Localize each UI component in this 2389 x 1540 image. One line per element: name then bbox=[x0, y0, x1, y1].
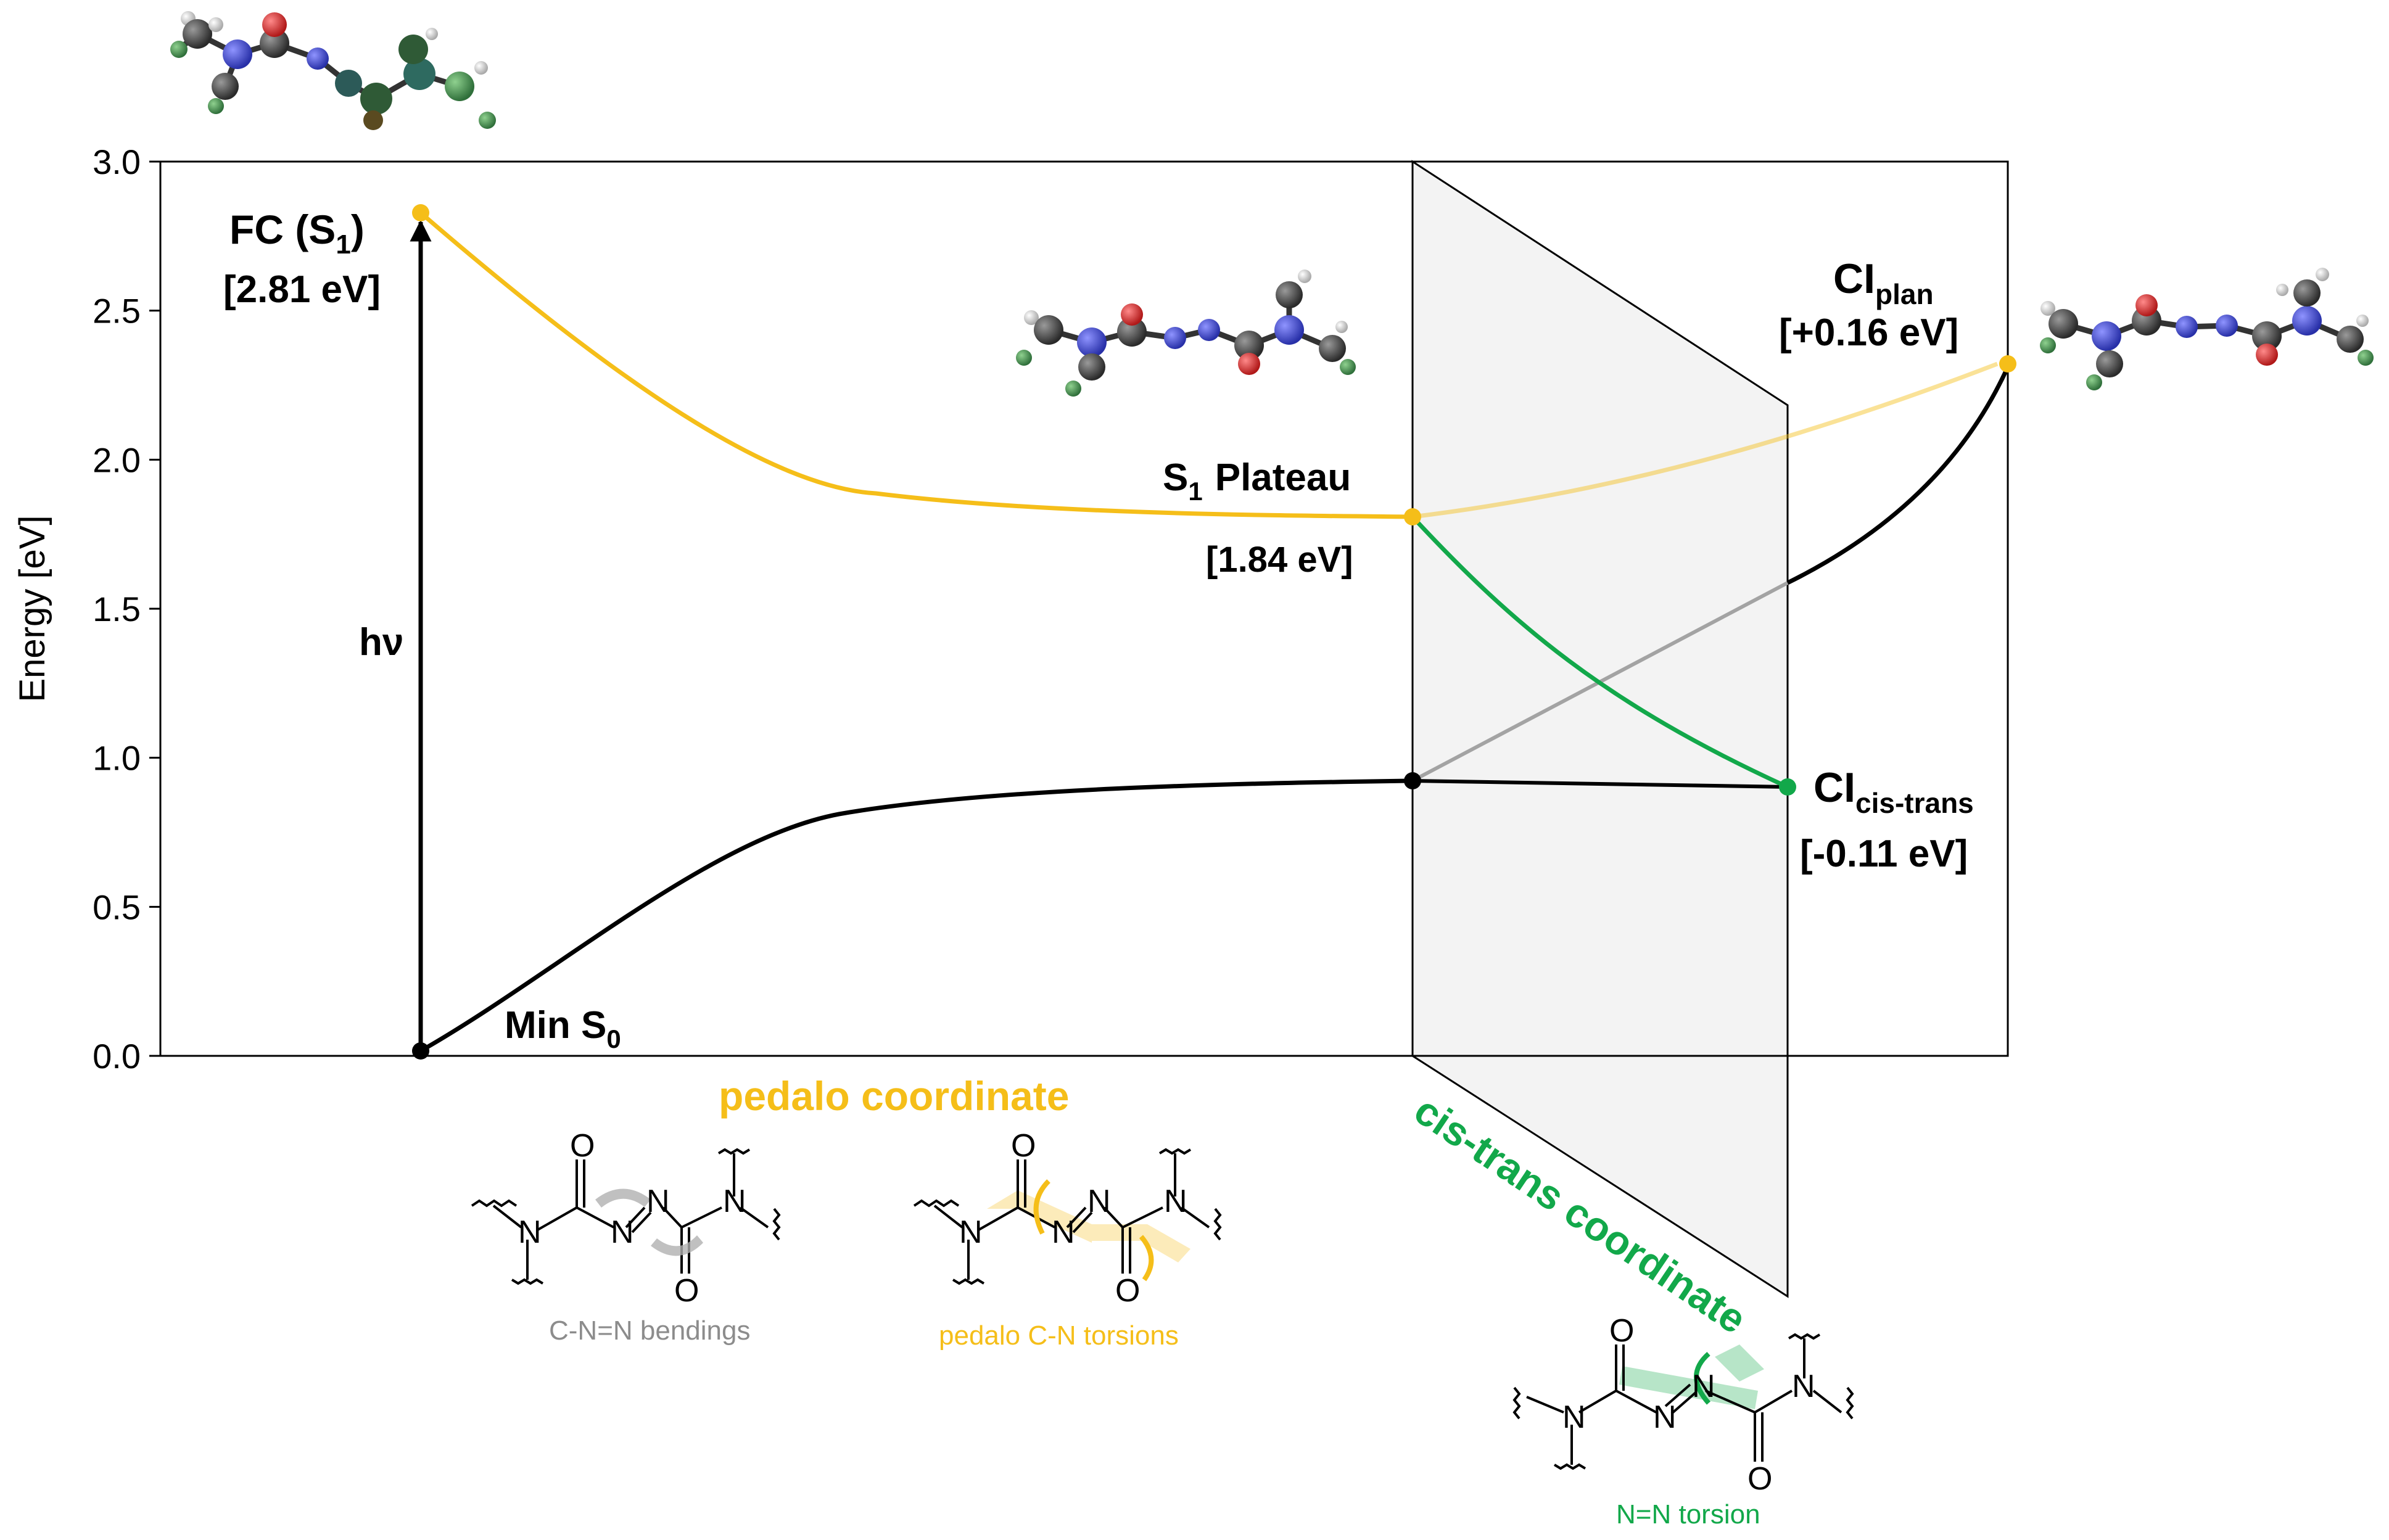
nn-torsion-label: N=N torsion bbox=[1616, 1499, 1760, 1530]
atom-n-5: N bbox=[959, 1214, 983, 1250]
structure-bendings: O N N N O N bbox=[471, 1128, 781, 1309]
fc-value: [2.81 eV] bbox=[223, 268, 381, 311]
atom-n-3: N bbox=[646, 1184, 670, 1219]
atom-o-top-1: O bbox=[570, 1128, 595, 1164]
atom-n-1: N bbox=[518, 1214, 542, 1250]
atom-o-bottom-1: O bbox=[674, 1273, 699, 1309]
atom-o-bottom-2: O bbox=[1115, 1273, 1140, 1309]
ci-plan-value: [+0.16 eV] bbox=[1779, 311, 1958, 354]
atom-n-9: N bbox=[1562, 1399, 1586, 1435]
y-tick-label: 2.5 bbox=[93, 292, 141, 331]
excitation-label: hν bbox=[359, 621, 403, 664]
s1-curve bbox=[419, 211, 1999, 519]
y-tick-label: 0.5 bbox=[93, 887, 141, 926]
atom-o-top-3: O bbox=[1609, 1313, 1634, 1349]
ci-cis-trans-label: CIcis-trans bbox=[1813, 764, 1974, 819]
molecule-ci-plan bbox=[2040, 268, 2374, 390]
structure-nn-torsion: O N N N O N bbox=[1512, 1313, 1854, 1497]
ci-cis-trans-point bbox=[1779, 778, 1796, 796]
ci-plan-label: CIplan bbox=[1833, 255, 1934, 310]
fc-label: FC (S1) bbox=[229, 207, 365, 260]
bendings-label: C-N=N bendings bbox=[549, 1316, 751, 1346]
min-s0-point bbox=[412, 1042, 429, 1060]
ci-plan-point bbox=[1999, 355, 2016, 373]
pedalo-coordinate-label: pedalo coordinate bbox=[719, 1073, 1069, 1119]
y-tick-label: 1.5 bbox=[93, 590, 141, 628]
structure-pedalo: O N N N O N bbox=[913, 1128, 1222, 1309]
cis-trans-path bbox=[1411, 515, 1789, 789]
atom-o-bottom-3: O bbox=[1747, 1461, 1772, 1497]
y-tick-label: 1.0 bbox=[93, 739, 141, 778]
cis-trans-plane bbox=[1411, 160, 1789, 1298]
plateau-s0-point bbox=[1404, 772, 1421, 789]
atom-o-top-2: O bbox=[1011, 1128, 1036, 1164]
y-axis: 0.0 0.5 1.0 1.5 2.0 2.5 3.0 bbox=[93, 142, 160, 1076]
plateau-s1-point bbox=[1404, 508, 1421, 525]
fc-point bbox=[412, 204, 429, 221]
y-tick-label: 0.0 bbox=[93, 1037, 141, 1076]
atom-n-12: N bbox=[1792, 1369, 1815, 1404]
ci-cis-trans-value: [-0.11 eV] bbox=[1800, 833, 1968, 875]
atom-n-8: N bbox=[1164, 1184, 1187, 1219]
atom-n-6: N bbox=[1052, 1214, 1075, 1250]
molecule-fc bbox=[170, 11, 496, 130]
atom-n-11: N bbox=[1692, 1369, 1715, 1404]
y-axis-label: Energy [eV] bbox=[12, 515, 52, 702]
atom-n-10: N bbox=[1653, 1399, 1677, 1435]
y-tick-label: 2.0 bbox=[93, 440, 141, 479]
atom-n-2: N bbox=[611, 1214, 634, 1250]
y-tick-label: 3.0 bbox=[93, 142, 141, 181]
molecule-plateau bbox=[1016, 270, 1356, 397]
plateau-value: [1.84 eV] bbox=[1206, 540, 1353, 580]
min-s0-label: Min S0 bbox=[505, 1004, 621, 1053]
pedalo-torsions-label: pedalo C-N torsions bbox=[939, 1320, 1179, 1351]
atom-n-4: N bbox=[723, 1184, 746, 1219]
atom-n-7: N bbox=[1087, 1184, 1111, 1219]
